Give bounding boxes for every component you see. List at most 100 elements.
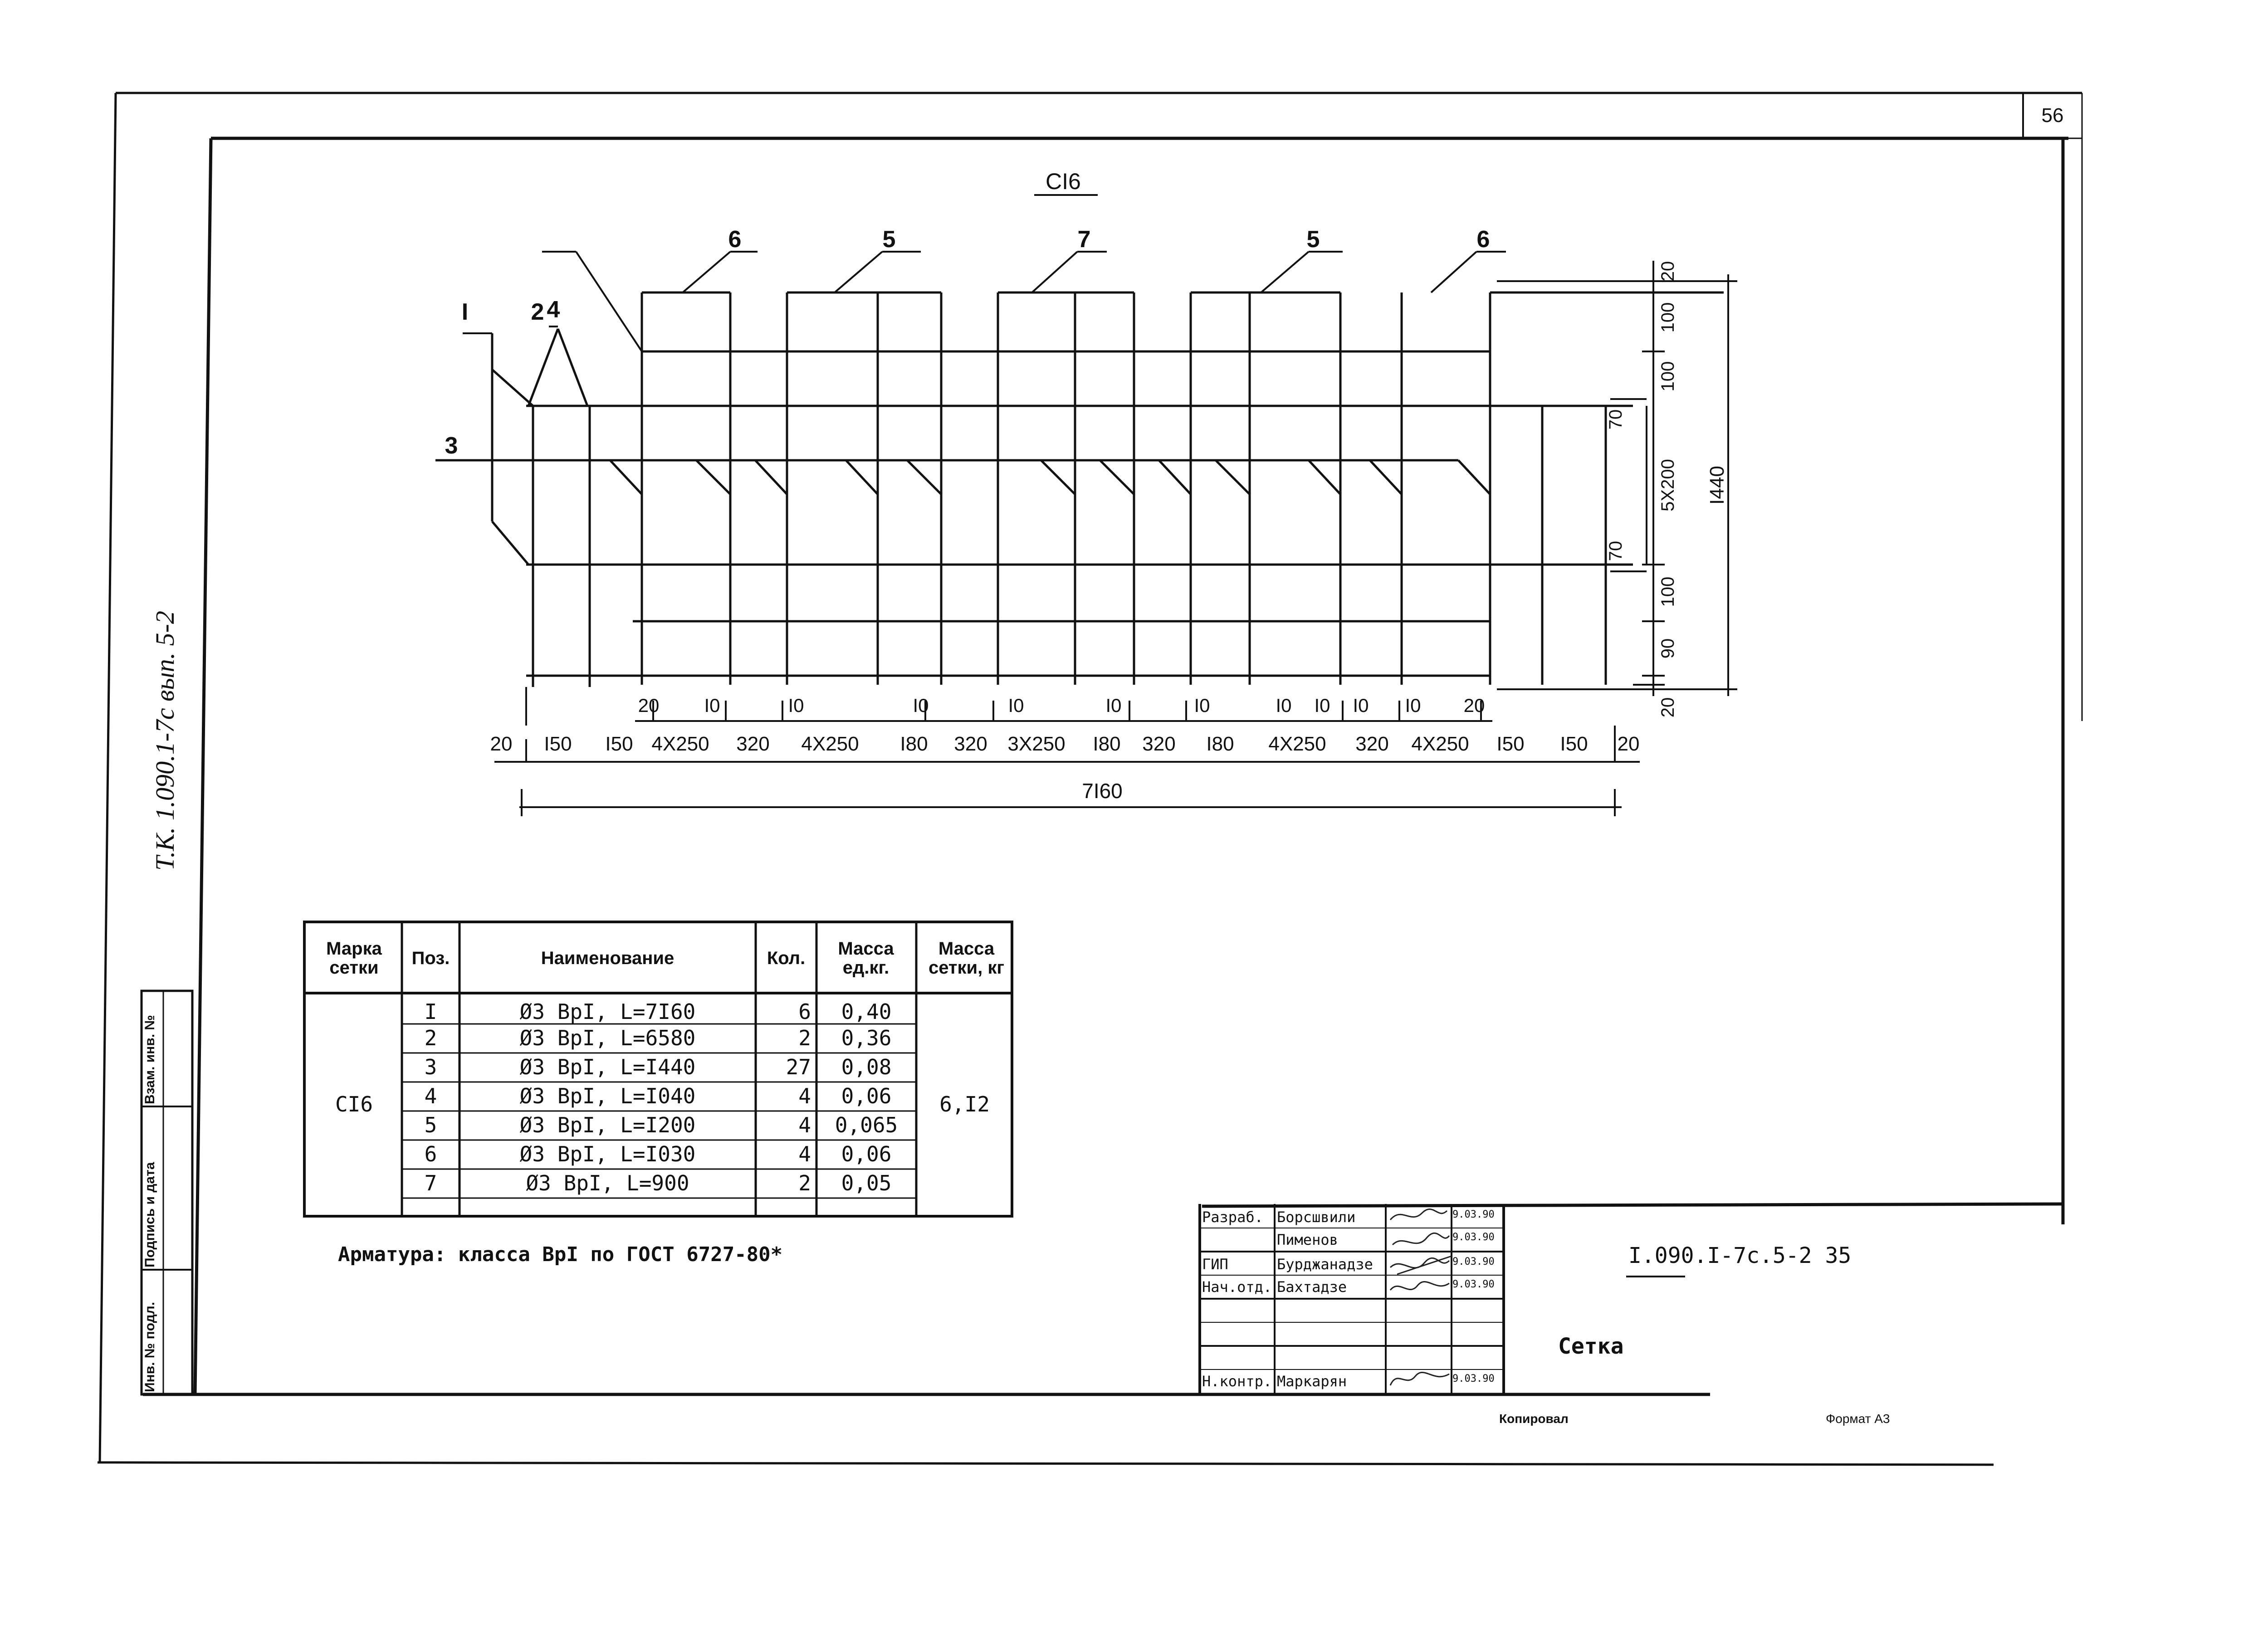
horizontal-dimension: 320	[1355, 733, 1388, 755]
horizontal-dimension: 3X250	[1007, 733, 1065, 755]
reinforcement-note: Арматура: класса ВрI по ГОСТ 6727-80*	[338, 1243, 783, 1266]
small-dimension: 20	[638, 695, 660, 716]
specification-table: Марка сетки Поз. Наименование Кол. Масса…	[303, 921, 1013, 1218]
cell-name: Ø3 ВрI, L=I200	[519, 1112, 696, 1137]
title-block-name: Бурджанадзе	[1277, 1256, 1373, 1273]
title-block-name: Борсшвили	[1277, 1208, 1356, 1226]
drawing-title: СI6	[1046, 169, 1081, 194]
header-name: Наименование	[541, 948, 675, 968]
small-dimension: I0	[1353, 695, 1369, 716]
title-block-date: 9.03.90	[1452, 1373, 1495, 1384]
cell-position: 6	[424, 1141, 437, 1166]
cell-position: 2	[424, 1025, 437, 1050]
vertical-dimension: 20	[1658, 697, 1678, 718]
cell-quantity: 4	[798, 1112, 811, 1137]
vertical-dimension: 100	[1658, 302, 1678, 333]
cell-unit-mass: 0,36	[841, 1025, 892, 1050]
cell-name: Ø3 ВрI, L=7I60	[519, 999, 696, 1024]
small-dimension: I0	[1405, 695, 1421, 716]
table-grid	[303, 921, 1013, 1218]
cell-quantity: 6	[798, 999, 811, 1024]
small-dimension: I0	[913, 695, 929, 716]
header-mark: Марка сетки	[326, 938, 382, 978]
horizontal-dimension: I80	[1206, 733, 1234, 755]
small-dimension: I0	[1105, 695, 1121, 716]
side-stamp-replace-label: Взам. инв. №	[142, 1015, 157, 1104]
title-block-role: ГИП	[1202, 1256, 1228, 1273]
cell-quantity: 27	[786, 1054, 811, 1079]
position-mark-3: 3	[445, 433, 458, 459]
title-block-date: 9.03.90	[1452, 1279, 1495, 1290]
position-mark-6: 6	[1477, 226, 1490, 253]
copied-by-label: Копировал	[1499, 1412, 1569, 1426]
title-block-date: 9.03.90	[1452, 1209, 1495, 1220]
horizontal-dimension: 4X250	[1411, 733, 1469, 755]
cell-name: Ø3 ВрI, L=I440	[519, 1054, 696, 1079]
horizontal-dimension: 20	[490, 733, 513, 755]
position-mark-2: 2	[531, 299, 544, 325]
horizontal-dimension: 320	[1142, 733, 1175, 755]
horizontal-dimension: I50	[1560, 733, 1588, 755]
title-block-role: Н.контр.	[1202, 1373, 1272, 1390]
format-label: Формат А3	[1826, 1412, 1890, 1426]
horizontal-dimension: I50	[1496, 733, 1524, 755]
position-mark-7: 7	[1078, 226, 1091, 253]
cell-position: 7	[424, 1170, 437, 1195]
position-mark-4: 4	[547, 297, 560, 323]
horizontal-dimension: 320	[736, 733, 769, 755]
side-document-label: Т.К. 1.090.1-7с вып. 5-2	[150, 611, 180, 871]
title-block-role: Нач.отд.	[1202, 1278, 1272, 1296]
cell-name: Ø3 ВрI, L=I040	[519, 1083, 696, 1108]
vertical-dimension: 70	[1606, 409, 1626, 430]
horizontal-dimension: I50	[544, 733, 572, 755]
vertical-dimension: 20	[1658, 261, 1678, 282]
position-mark-5: 5	[1307, 226, 1320, 253]
cell-position: 4	[424, 1083, 437, 1108]
side-stamp-signature-label: Подпись и дата	[142, 1162, 157, 1267]
title-block-name: Бахтадзе	[1277, 1278, 1347, 1296]
cell-name: Ø3 ВрI, L=I030	[519, 1141, 696, 1166]
horizontal-dimension: I80	[900, 733, 928, 755]
cell-position: 3	[424, 1054, 437, 1079]
header-net-mass: Масса сетки, кг	[928, 938, 1005, 978]
position-mark-I: I	[462, 299, 468, 325]
horizontal-dimension: 4X250	[801, 733, 859, 755]
small-dimension: I0	[704, 695, 720, 716]
vertical-dimension: 100	[1658, 577, 1678, 607]
horizontal-dimension: I50	[605, 733, 633, 755]
small-dimension: I0	[1194, 695, 1210, 716]
position-mark-6: 6	[728, 226, 742, 253]
header-position: Поз.	[411, 948, 450, 968]
title-block-name: Пименов	[1277, 1231, 1338, 1248]
cell-unit-mass: 0,06	[841, 1083, 892, 1108]
cell-quantity: 2	[798, 1025, 811, 1050]
cell-unit-mass: 0,065	[835, 1112, 898, 1137]
cell-position: I	[424, 999, 437, 1024]
small-dimension: I0	[1314, 695, 1330, 716]
header-unit-mass: Масса ед.кг.	[838, 938, 894, 978]
document-code: I.090.I-7с.5-2 35	[1628, 1243, 1852, 1268]
sheet-title: Сетка	[1558, 1334, 1624, 1359]
title-block-date: 9.03.90	[1452, 1232, 1495, 1243]
cell-unit-mass: 0,08	[841, 1054, 892, 1079]
horizontal-dimension: I80	[1093, 733, 1120, 755]
small-dimension: I0	[788, 695, 804, 716]
position-mark-5: 5	[883, 226, 896, 253]
vertical-dimension: 5X200	[1658, 459, 1678, 512]
header-quantity: Кол.	[767, 948, 806, 968]
cell-unit-mass: 0,05	[841, 1170, 892, 1195]
cell-position: 5	[424, 1112, 437, 1137]
cell-quantity: 4	[798, 1083, 811, 1108]
title-block-date: 9.03.90	[1452, 1256, 1495, 1267]
cell-unit-mass: 0,06	[841, 1141, 892, 1166]
title-block-name: Маркарян	[1277, 1373, 1347, 1390]
net-mark: СI6	[335, 1092, 373, 1116]
sheet-number: 56	[2041, 104, 2064, 127]
horizontal-dimension: 4X250	[1268, 733, 1326, 755]
small-dimension: I0	[1008, 695, 1024, 716]
horizontal-dimension: 20	[1618, 733, 1640, 755]
net-total-mass: 6,I2	[939, 1092, 990, 1116]
